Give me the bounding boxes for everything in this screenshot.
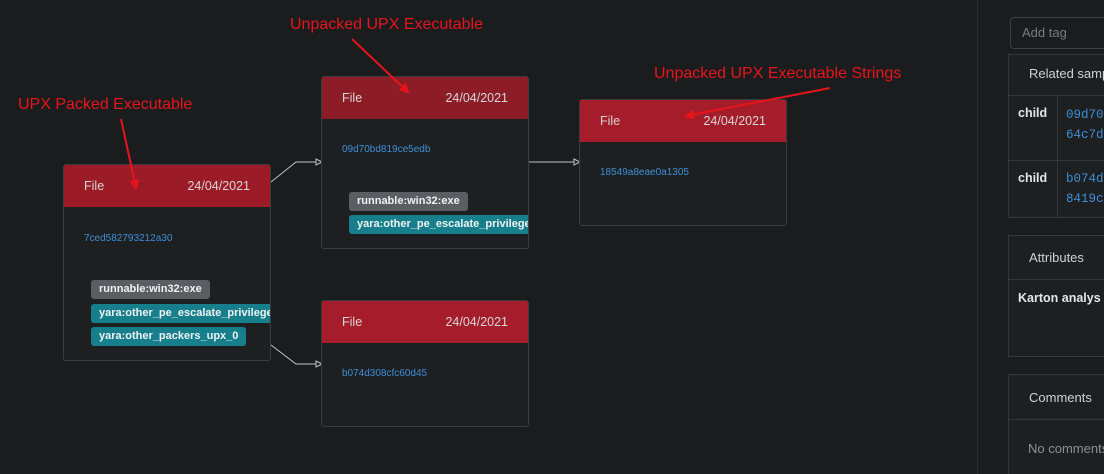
sample-hash-link[interactable]: 18549a8eae0a1305 bbox=[600, 167, 689, 178]
related-row: child b074d 8419c bbox=[1009, 160, 1104, 218]
node-type: File bbox=[342, 315, 363, 329]
comments-title: Comments bbox=[1029, 390, 1092, 405]
attributes-card: Attributes Karton analys bbox=[1008, 235, 1104, 357]
node-header: File 24/04/2021 bbox=[64, 165, 270, 207]
related-samples-title: Related samp bbox=[1029, 66, 1104, 81]
node-type: File bbox=[84, 179, 105, 193]
related-hash-link[interactable]: 09d70 bbox=[1066, 108, 1104, 122]
node-unpacked-1[interactable]: File 24/04/2021 09d70bd819ce5edb runnabl… bbox=[321, 76, 529, 249]
node-header: File 24/04/2021 bbox=[322, 301, 528, 343]
node-header: File 24/04/2021 bbox=[580, 100, 786, 142]
tag-yara-escalate[interactable]: yara:other_pe_escalate_privilege bbox=[349, 215, 528, 234]
relation-label: child bbox=[1018, 171, 1048, 185]
no-comments-text: No comments bbox=[1028, 441, 1104, 456]
annotation-upx-packed: UPX Packed Executable bbox=[18, 96, 193, 113]
related-row: child 09d70 64c7d bbox=[1009, 95, 1104, 160]
node-date: 24/04/2021 bbox=[703, 114, 766, 128]
node-date: 24/04/2021 bbox=[445, 315, 508, 329]
edge-packed-to-unpacked1 bbox=[270, 161, 321, 183]
annotation-unpacked: Unpacked UPX Executable bbox=[290, 16, 483, 33]
karton-analysis-label: Karton analys bbox=[1018, 291, 1101, 305]
node-type: File bbox=[600, 114, 621, 128]
node-header: File 24/04/2021 bbox=[322, 77, 528, 119]
edge-packed-to-unpacked2 bbox=[270, 344, 321, 365]
node-date: 24/04/2021 bbox=[187, 179, 250, 193]
tag-runnable[interactable]: runnable:win32:exe bbox=[91, 280, 210, 299]
tag-runnable[interactable]: runnable:win32:exe bbox=[349, 192, 468, 211]
node-strings[interactable]: File 24/04/2021 18549a8eae0a1305 bbox=[579, 99, 787, 226]
node-unpacked-2[interactable]: File 24/04/2021 b074d308cfc60d45 bbox=[321, 300, 529, 427]
annotation-strings: Unpacked UPX Executable Strings bbox=[654, 65, 902, 82]
related-hash-link-cont[interactable]: 64c7d bbox=[1066, 128, 1104, 142]
add-tag-input[interactable]: Add tag bbox=[1010, 17, 1104, 49]
tag-yara-escalate[interactable]: yara:other_pe_escalate_privilege bbox=[91, 304, 270, 323]
relation-label: child bbox=[1018, 106, 1048, 120]
comments-card: Comments bbox=[1008, 374, 1104, 474]
related-hash-link[interactable]: b074d bbox=[1066, 172, 1104, 186]
sample-hash-link[interactable]: b074d308cfc60d45 bbox=[342, 368, 428, 379]
sample-hash-link[interactable]: 7ced582793212a30 bbox=[84, 233, 173, 244]
related-samples-card: Related samp child 09d70 64c7d child b07… bbox=[1008, 54, 1104, 218]
node-date: 24/04/2021 bbox=[445, 91, 508, 105]
related-hash-link-cont[interactable]: 8419c bbox=[1066, 192, 1104, 206]
sample-hash-link[interactable]: 09d70bd819ce5edb bbox=[342, 144, 431, 155]
node-packed[interactable]: File 24/04/2021 7ced582793212a30 runnabl… bbox=[63, 164, 271, 361]
attributes-title: Attributes bbox=[1029, 250, 1084, 265]
node-type: File bbox=[342, 91, 363, 105]
tag-yara-upx[interactable]: yara:other_packers_upx_0 bbox=[91, 327, 247, 346]
panel-divider bbox=[977, 0, 978, 474]
